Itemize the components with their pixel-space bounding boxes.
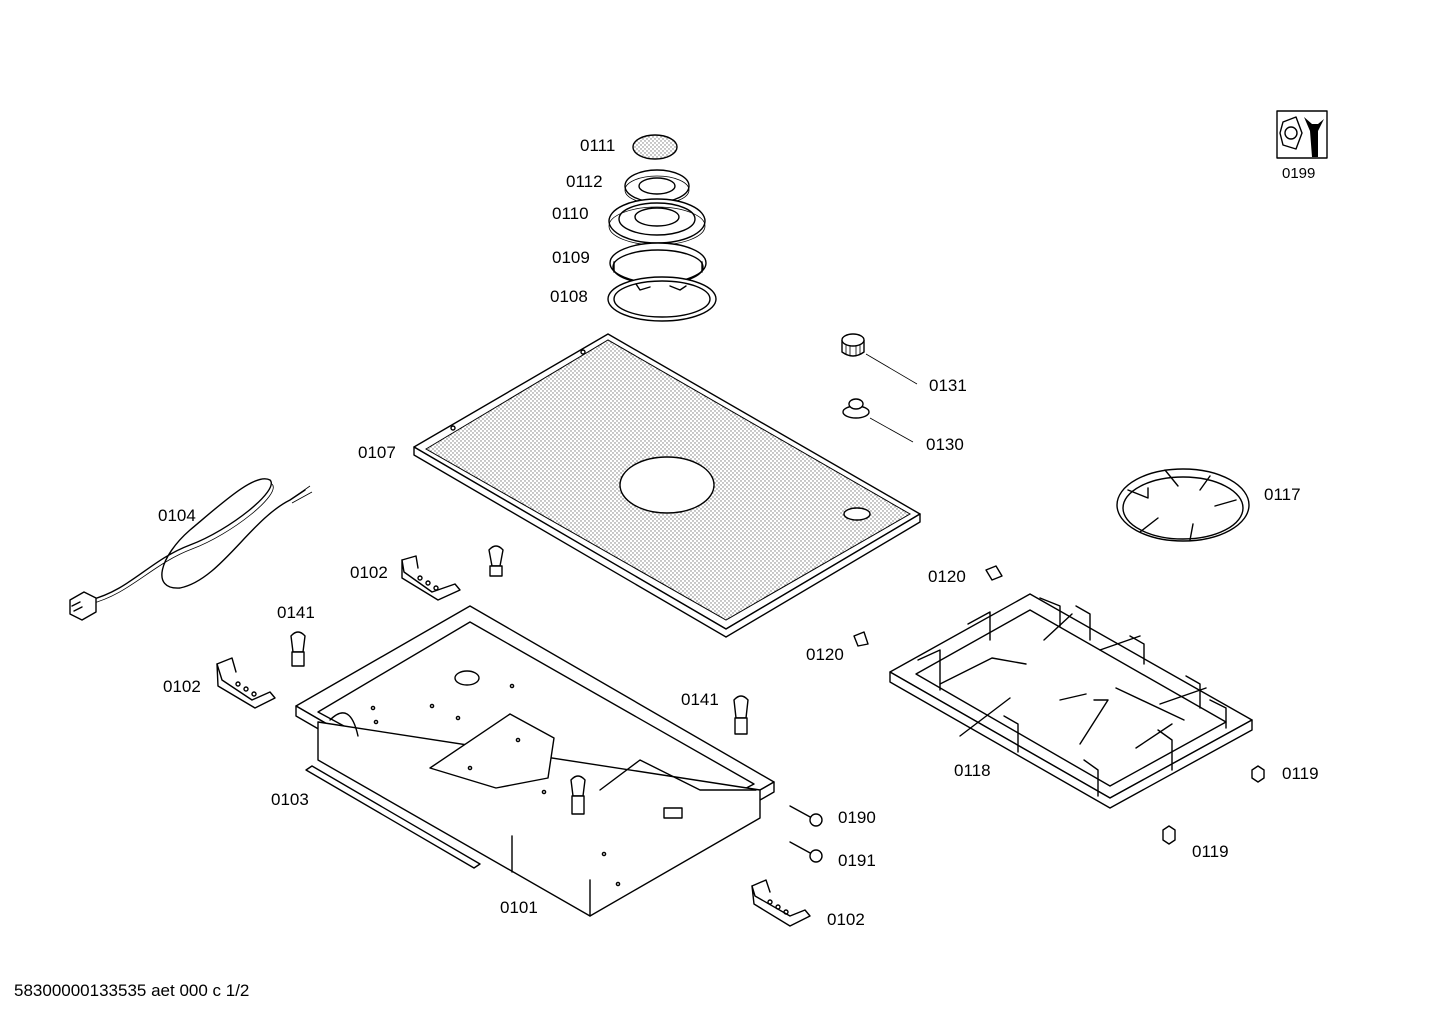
nut-0119-lower bbox=[1162, 825, 1176, 845]
rubber-foot-0141-center bbox=[570, 775, 586, 815]
rubber-foot-0141-upper bbox=[488, 545, 504, 577]
label-0103: 0103 bbox=[271, 790, 309, 809]
label-0119-upper: 0119 bbox=[1282, 764, 1319, 783]
drawing-reference-footer: 58300000133535 aet 000 c 1/2 bbox=[14, 981, 250, 1000]
nut-0119-upper bbox=[1251, 765, 1265, 783]
power-cable-0104 bbox=[69, 478, 313, 621]
label-0104: 0104 bbox=[158, 506, 196, 525]
label-0102-upper: 0102 bbox=[350, 563, 388, 582]
label-0109: 0109 bbox=[552, 248, 590, 267]
gasket-strip-0103 bbox=[305, 765, 481, 869]
label-0110: 0110 bbox=[552, 204, 589, 223]
screw-0190 bbox=[789, 805, 823, 827]
pan-support-ring-0117 bbox=[1116, 468, 1250, 542]
burner-cap-0111 bbox=[632, 134, 678, 160]
label-0141-right: 0141 bbox=[681, 690, 719, 709]
label-0101: 0101 bbox=[500, 898, 538, 917]
housing-tray-0101 bbox=[295, 605, 775, 917]
knob-base-0130 bbox=[842, 398, 870, 419]
label-0102-left: 0102 bbox=[163, 677, 201, 696]
screw-0191 bbox=[789, 841, 823, 863]
clip-0120-lower bbox=[853, 631, 869, 647]
pan-support-grate-0118 bbox=[889, 593, 1253, 809]
label-0112: 0112 bbox=[566, 172, 603, 191]
label-0117: 0117 bbox=[1264, 485, 1301, 504]
clip-0120-upper bbox=[985, 565, 1003, 581]
label-0130: 0130 bbox=[926, 435, 964, 454]
burner-ring-0109 bbox=[609, 242, 707, 285]
label-0102-lower: 0102 bbox=[827, 910, 865, 929]
label-0108: 0108 bbox=[550, 287, 588, 306]
burner-seal-0108 bbox=[607, 276, 717, 322]
rubber-foot-0141-left bbox=[290, 631, 306, 667]
label-0191: 0191 bbox=[838, 851, 876, 870]
rubber-foot-0141-right bbox=[733, 695, 749, 735]
label-0120-upper: 0120 bbox=[928, 567, 966, 586]
label-0190: 0190 bbox=[838, 808, 876, 827]
mounting-clamp-0102-left bbox=[216, 657, 276, 709]
label-0131: 0131 bbox=[929, 376, 967, 395]
label-0111: 0111 bbox=[580, 136, 616, 155]
control-knob-0131 bbox=[841, 333, 865, 357]
burner-body-0110 bbox=[608, 198, 706, 246]
mounting-clamp-0102-upper bbox=[401, 555, 461, 601]
label-0118: 0118 bbox=[954, 761, 991, 780]
cooktop-plate-0107 bbox=[413, 333, 921, 638]
label-0120-lower: 0120 bbox=[806, 645, 844, 664]
label-0107: 0107 bbox=[358, 443, 396, 462]
label-0141-left: 0141 bbox=[277, 603, 315, 622]
mounting-clamp-0102-lower bbox=[751, 879, 811, 927]
label-0119-lower: 0119 bbox=[1192, 842, 1229, 861]
label-0199: 0199 bbox=[1282, 165, 1316, 182]
wrench-nut-icon bbox=[1276, 110, 1328, 159]
